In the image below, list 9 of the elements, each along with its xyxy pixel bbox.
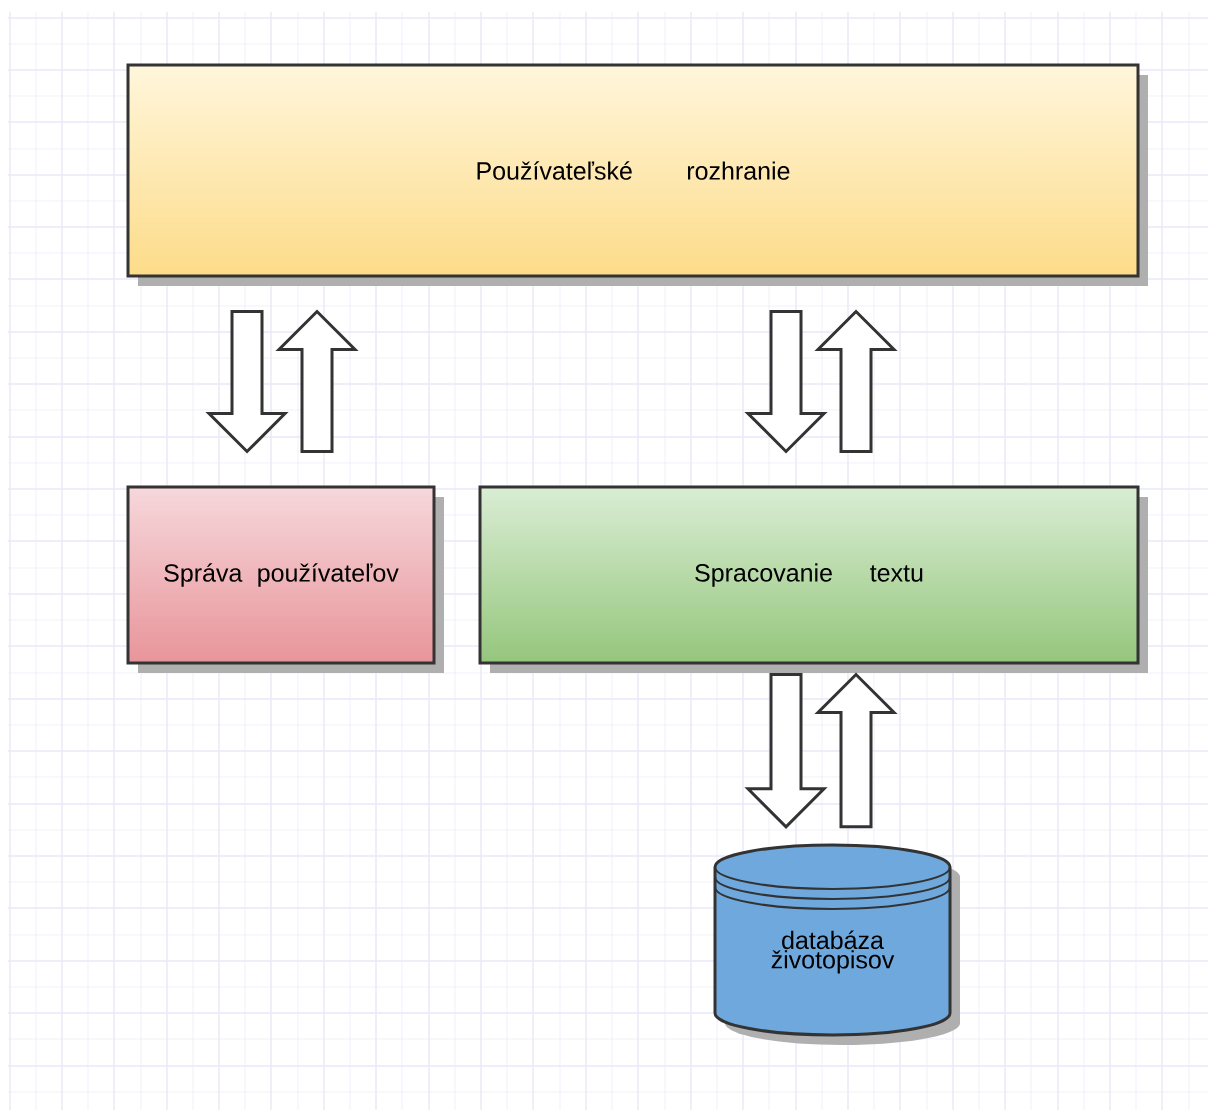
user-management-box: Správa používateľov bbox=[126, 485, 444, 673]
block-arrow bbox=[744, 673, 828, 829]
text-processing-box: Spracovanie textu bbox=[478, 485, 1148, 673]
block-arrow bbox=[814, 672, 898, 829]
block-arrow bbox=[814, 309, 898, 453]
block-arrow bbox=[275, 309, 359, 453]
block-arrow bbox=[205, 310, 289, 454]
interface-box: Používateľské rozhranie bbox=[126, 63, 1148, 286]
block-arrow bbox=[744, 310, 828, 454]
